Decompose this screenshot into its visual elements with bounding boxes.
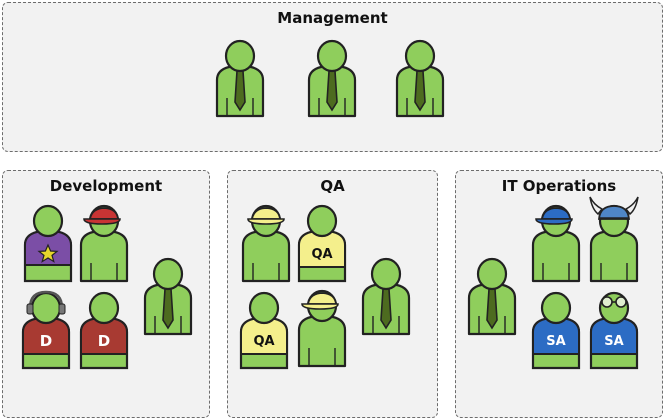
shirt-label-sa: SA [604, 334, 623, 349]
shirt-label-sa: SA [546, 334, 565, 349]
sysadmin-person [531, 204, 581, 283]
tie-icon [486, 288, 498, 330]
cap-icon [306, 292, 337, 305]
sysadmin-person: SA [589, 291, 639, 370]
headphones-icon [26, 290, 66, 315]
developer-person: D [79, 291, 129, 370]
sysadmin-person: SA [531, 291, 581, 370]
group-title-management: Management [277, 9, 388, 27]
manager-person [215, 39, 265, 118]
tie-icon [234, 70, 246, 112]
qa-person: QA [297, 204, 347, 283]
cap-icon [540, 207, 571, 220]
group-title-it-operations: IT Operations [501, 177, 617, 195]
shirt-label-d: D [98, 332, 110, 350]
tie-icon [414, 70, 426, 112]
ops-manager-person [467, 257, 517, 336]
tie-icon [162, 288, 174, 330]
group-title-development: Development [49, 177, 163, 195]
group-title-qa: QA [320, 177, 345, 195]
qa-manager-person [361, 257, 411, 336]
qa-person [297, 289, 347, 368]
developer-person: D [21, 290, 71, 370]
qa-person [241, 204, 291, 283]
cap-icon [250, 207, 281, 220]
tie-icon [326, 70, 338, 112]
developer-person [79, 204, 129, 283]
tie-icon [380, 288, 392, 330]
shirt-label-qa: QA [253, 334, 274, 349]
viking-helmet-icon [589, 196, 639, 220]
shirt-label-d: D [40, 332, 52, 350]
glasses-icon [601, 296, 627, 308]
developer-person [23, 204, 73, 283]
shirt-label-qa: QA [311, 247, 332, 262]
manager-person [307, 39, 357, 118]
qa-person: QA [239, 291, 289, 370]
manager-person [395, 39, 445, 118]
sysadmin-person [589, 196, 639, 283]
developer-manager-person [143, 257, 193, 336]
cap-icon [88, 207, 119, 220]
star-icon [37, 243, 59, 263]
